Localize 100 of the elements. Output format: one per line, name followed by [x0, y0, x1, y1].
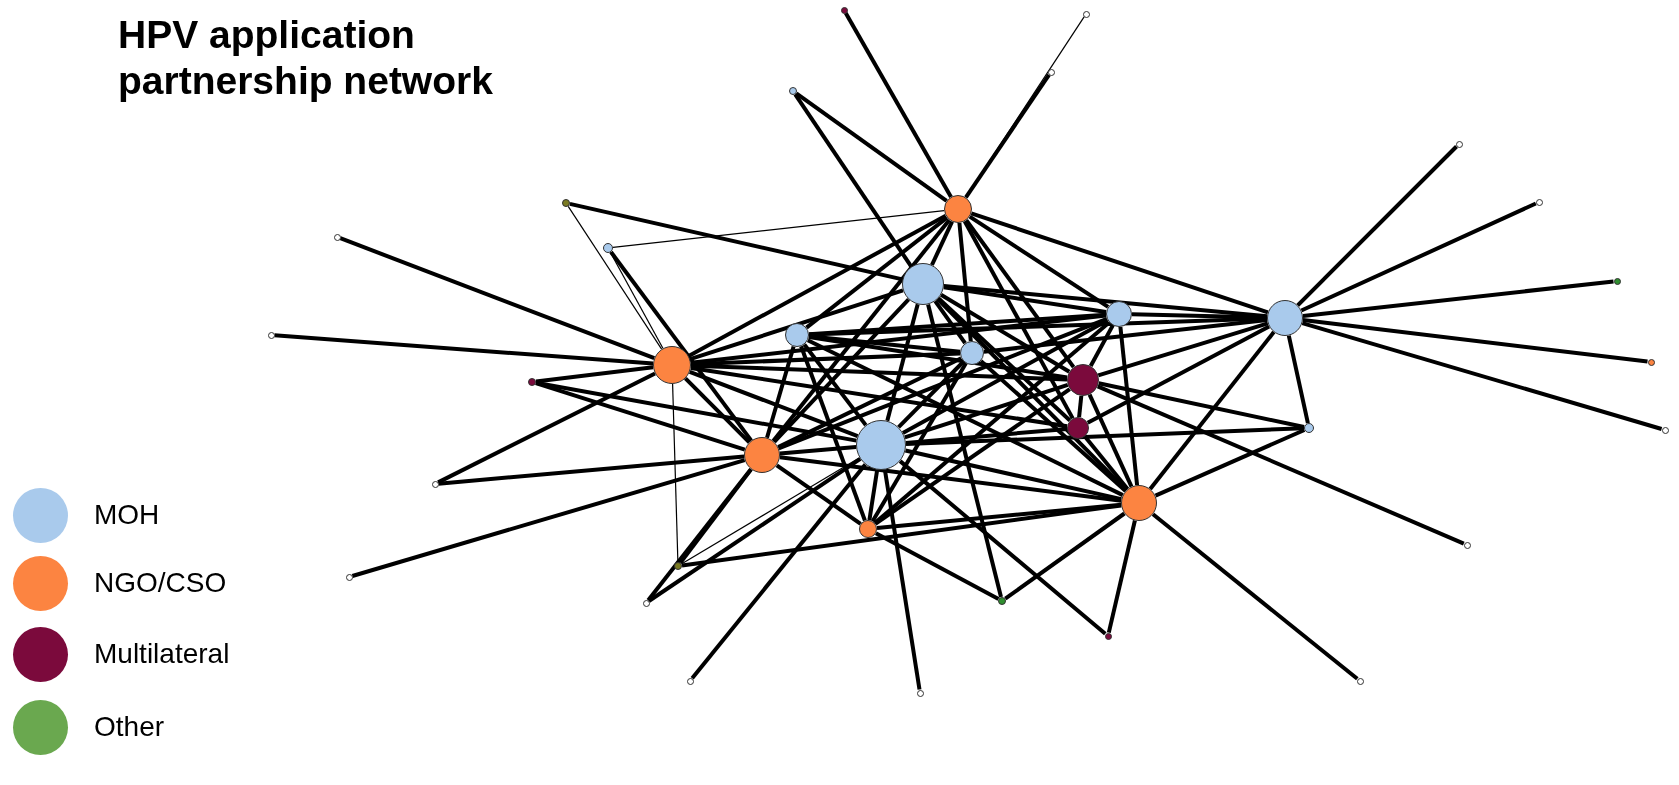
network-node [674, 562, 682, 570]
network-link [1302, 318, 1648, 364]
legend-label: NGO/CSO [94, 566, 227, 600]
network-node [1535, 198, 1543, 206]
network-link [1302, 279, 1614, 318]
network-link [882, 469, 922, 690]
network-link [1004, 511, 1126, 601]
network-link [1106, 520, 1137, 634]
network-node [562, 199, 570, 207]
network-link [968, 214, 1110, 309]
legend-label: Other [94, 710, 165, 744]
network-link [799, 345, 867, 522]
network-link [939, 293, 1071, 374]
network-node [1067, 417, 1089, 439]
network-link [438, 454, 745, 486]
network-link [1098, 381, 1305, 429]
network-link [805, 216, 949, 330]
network-link [1296, 145, 1458, 307]
network-link [876, 502, 1122, 531]
network-link [979, 359, 1127, 493]
network-link [1118, 326, 1140, 486]
network-link [870, 362, 968, 523]
network-link [943, 285, 1107, 314]
network-node [603, 243, 613, 253]
network-link [802, 343, 868, 427]
network-link [672, 383, 679, 563]
network-link [689, 369, 859, 438]
network-node [1613, 277, 1621, 285]
network-link [690, 463, 867, 680]
network-link [535, 365, 654, 384]
network-link [689, 288, 904, 362]
network-link [771, 218, 951, 443]
network-link [612, 210, 945, 248]
network-link [926, 303, 1003, 598]
network-link [964, 73, 1051, 199]
network-link [885, 303, 920, 422]
network-node [856, 420, 906, 470]
network-link [904, 448, 1122, 502]
network-link [1097, 321, 1269, 378]
network-link [567, 205, 663, 350]
network-link [609, 250, 753, 442]
network-link [681, 503, 1122, 568]
chart-title: HPV application partnership network [118, 12, 494, 104]
network-node [1647, 358, 1655, 366]
network-link [874, 531, 1000, 601]
network-link [569, 201, 903, 282]
network-link [535, 381, 746, 452]
network-link [1086, 324, 1271, 425]
network-link [684, 377, 751, 444]
network-link [772, 297, 911, 444]
network-link [806, 338, 1124, 497]
network-link [874, 387, 1071, 526]
network-link [795, 91, 948, 203]
network-link [867, 469, 880, 521]
network-node [744, 437, 780, 473]
network-link [1087, 393, 1134, 488]
network-link [904, 383, 1069, 440]
network-link [647, 457, 862, 603]
network-link [687, 213, 947, 358]
network-link [1088, 324, 1115, 367]
network-link [779, 455, 1122, 503]
network-link [777, 356, 963, 449]
network-link [970, 211, 1269, 315]
network-node [267, 331, 275, 339]
network-link [1077, 395, 1084, 418]
network-link [930, 220, 954, 266]
network-node [1455, 140, 1463, 148]
network-node [1661, 426, 1669, 434]
network-link [646, 467, 753, 602]
network-node [998, 597, 1006, 605]
network-link [937, 296, 1072, 422]
network-link [897, 360, 966, 429]
network-link [964, 219, 1076, 369]
network-link [1300, 201, 1537, 313]
network-node [1067, 364, 1099, 396]
network-link [943, 284, 1268, 319]
network-node [1121, 485, 1157, 521]
network-link [1154, 428, 1306, 498]
network-link [1148, 330, 1276, 491]
network-link [901, 318, 1109, 435]
network-node [1047, 68, 1055, 76]
network-link [905, 426, 1068, 445]
network-link [535, 380, 857, 443]
network-node [902, 263, 944, 305]
network-link [775, 463, 862, 526]
network-node [1304, 423, 1314, 433]
network-node [431, 480, 439, 488]
network-node [1463, 541, 1471, 549]
network-node [686, 677, 694, 685]
network-link [777, 316, 1108, 451]
network-link [1096, 384, 1465, 546]
network-link [339, 236, 655, 361]
network-node [1356, 677, 1364, 685]
network-link [779, 445, 857, 456]
network-node [840, 6, 848, 14]
network-link [933, 299, 967, 345]
network-link [898, 459, 1107, 636]
network-node [1267, 300, 1303, 336]
network-node [528, 378, 536, 386]
network-link [437, 371, 656, 485]
